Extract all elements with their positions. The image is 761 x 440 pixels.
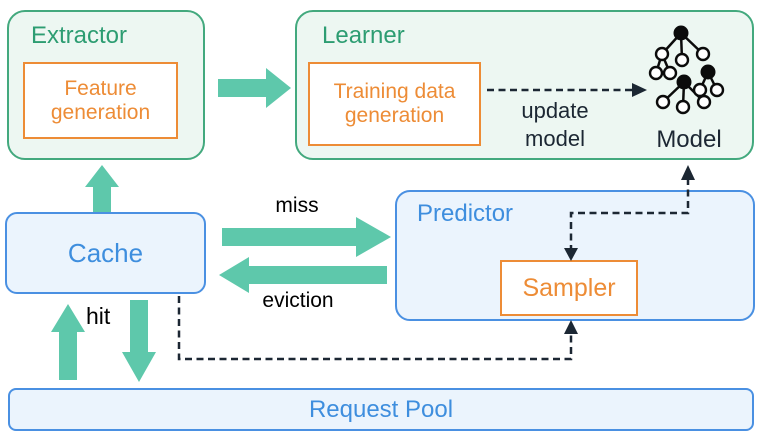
extractor-title: Extractor: [31, 22, 128, 49]
training-data-generation-box: Training data generation: [308, 62, 481, 146]
extractor-box: Extractor Feature generation: [7, 10, 205, 160]
feature-generation-box: Feature generation: [23, 62, 178, 139]
cache-to-extractor-arrow: [85, 165, 119, 212]
miss-arrow: [222, 217, 391, 257]
extractor-to-learner-arrow: [218, 68, 291, 108]
sampler-label: Sampler: [522, 273, 616, 302]
request-to-cache-hit-arrow: [51, 304, 85, 380]
sampler-box: Sampler: [500, 260, 638, 316]
predictor-box: Predictor Sampler: [395, 190, 755, 321]
learner-title: Learner: [322, 22, 405, 49]
training-data-generation-label: Training data generation: [333, 80, 456, 127]
cache-label: Cache: [67, 237, 144, 268]
cache-box: Cache: [5, 212, 206, 294]
request-pool-box: Request Pool: [8, 388, 754, 431]
update-model-label: update model: [521, 98, 589, 151]
hit-label: hit: [86, 303, 111, 329]
eviction-label: eviction: [262, 289, 334, 312]
miss-label: miss: [275, 194, 319, 217]
feature-generation-label: Feature generation: [50, 76, 151, 124]
model-label: Model: [656, 126, 722, 153]
cache-to-request-arrow: [122, 300, 156, 382]
eviction-arrow: [219, 257, 387, 293]
predictor-title: Predictor: [417, 200, 514, 227]
learner-box: Learner Training data generation update …: [295, 10, 754, 160]
request-pool-label: Request Pool: [308, 395, 454, 423]
decision-tree-icon: [648, 25, 725, 115]
